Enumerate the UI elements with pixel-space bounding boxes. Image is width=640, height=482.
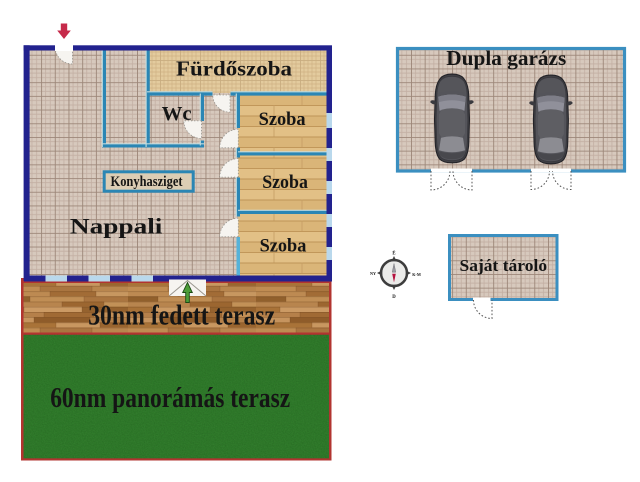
svg-text:Dupla garázs: Dupla garázs <box>446 46 566 70</box>
svg-text:K-M: K-M <box>412 272 421 277</box>
svg-text:Wc: Wc <box>162 103 192 125</box>
svg-text:Szoba: Szoba <box>259 109 306 130</box>
svg-text:60nm panorámás terasz: 60nm panorámás terasz <box>50 383 290 414</box>
svg-text:Saját tároló: Saját tároló <box>460 256 548 275</box>
svg-text:Szoba: Szoba <box>260 235 307 256</box>
svg-text:Fürdőszoba: Fürdőszoba <box>176 57 293 80</box>
svg-text:D: D <box>392 295 396 300</box>
svg-text:É: É <box>392 251 395 257</box>
svg-text:30nm fedett terasz: 30nm fedett terasz <box>88 301 275 332</box>
svg-text:NY: NY <box>370 271 376 276</box>
svg-text:Nappali: Nappali <box>70 213 162 238</box>
svg-text:Szoba: Szoba <box>262 172 308 193</box>
svg-text:Konyhasziget: Konyhasziget <box>111 174 183 190</box>
